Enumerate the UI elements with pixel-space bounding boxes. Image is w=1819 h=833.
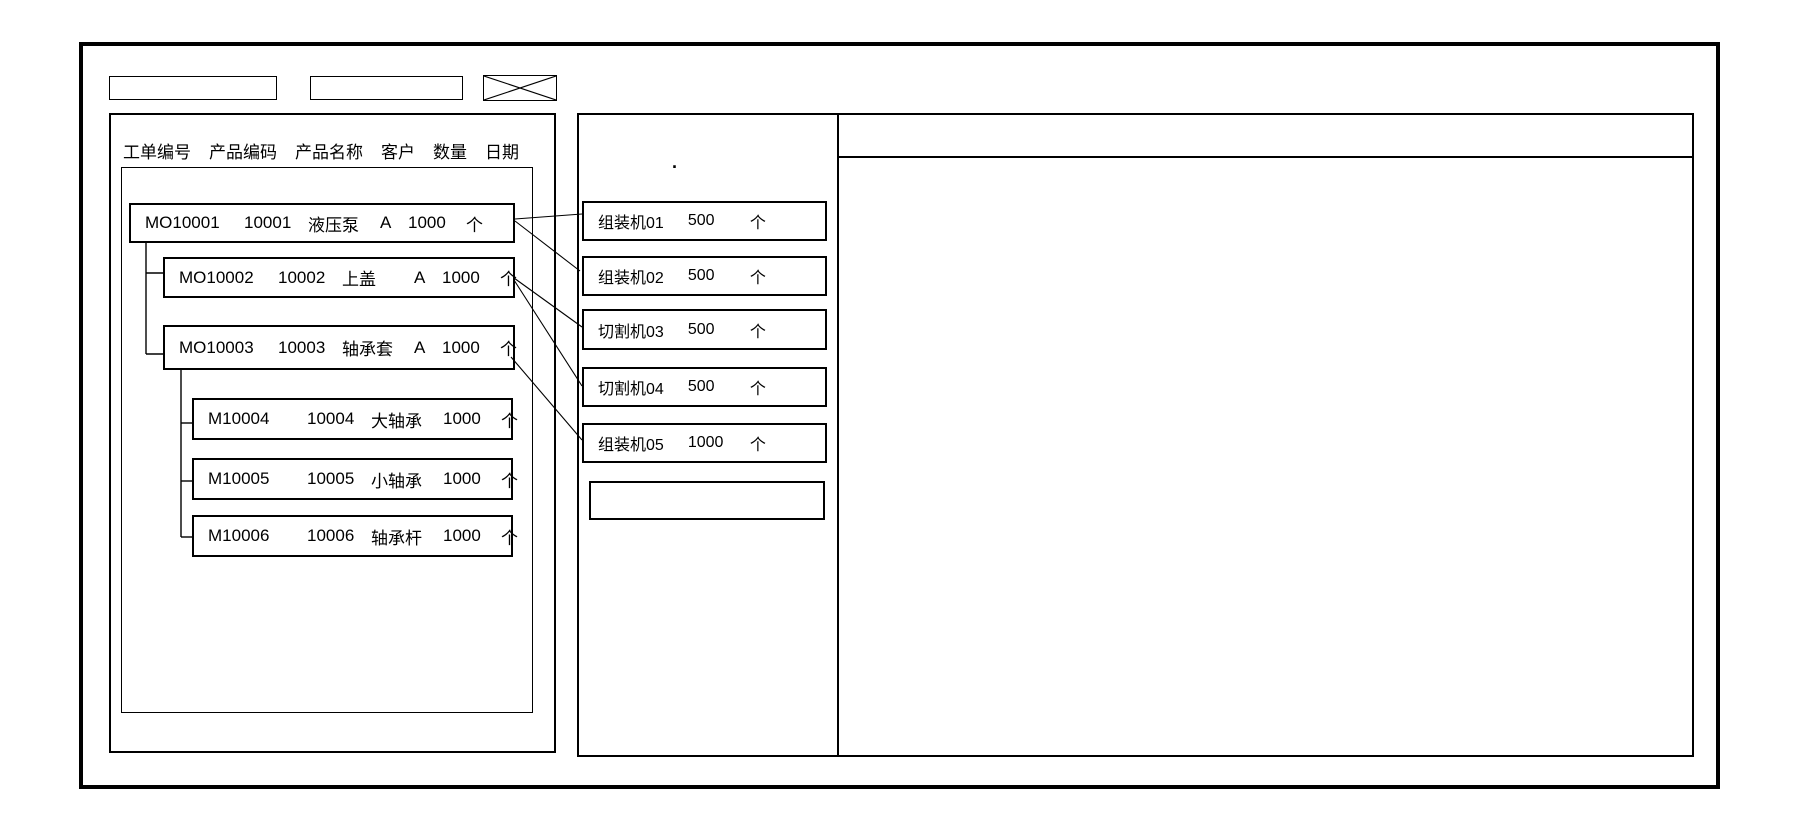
product-name: 轴承杆 (371, 528, 422, 548)
unit: 个 (500, 270, 517, 289)
order-id: MO10003 (179, 337, 254, 357)
unit: 个 (501, 471, 518, 491)
product-name: 小轴承 (371, 471, 422, 491)
machine-unit: 个 (749, 270, 766, 287)
machine-qty: 500 (687, 212, 715, 229)
unit: 个 (466, 215, 483, 235)
product-name: 轴承套 (342, 340, 393, 359)
machine-unit: 个 (749, 323, 766, 341)
product-code: 10006 (307, 526, 355, 545)
quantity: 1000 (408, 213, 446, 232)
placeholder-dot: . (672, 152, 678, 172)
machine-slot-3[interactable]: 切割机03 500 个 (582, 309, 827, 350)
machine-slot-1[interactable]: 组装机01 500 个 (582, 201, 827, 241)
customer: A (414, 267, 426, 287)
quantity: 1000 (443, 409, 481, 428)
col-label-quantity: 数量 (433, 143, 467, 162)
product-code: 10002 (278, 267, 326, 287)
toolbar-field-2[interactable] (310, 76, 463, 100)
product-code: 10004 (307, 409, 355, 428)
machine-slot-empty[interactable] (589, 481, 825, 520)
x-cross-glyph (484, 76, 556, 100)
machine-slot-4[interactable]: 切割机04 500 个 (582, 367, 827, 407)
machine-name: 切割机04 (598, 381, 664, 398)
product-name: 大轴承 (371, 411, 422, 431)
order-id: M10006 (208, 526, 270, 545)
order-id: MO10001 (145, 213, 220, 232)
machine-qty: 500 (687, 267, 715, 284)
machine-qty: 500 (687, 320, 715, 338)
unit: 个 (501, 411, 518, 431)
machine-slot-2[interactable]: 组装机02 500 个 (582, 256, 827, 296)
machine-name: 切割机03 (598, 323, 664, 341)
machine-name: 组装机05 (598, 437, 664, 454)
unit: 个 (501, 528, 518, 548)
col-label-date: 日期 (485, 143, 519, 162)
machine-unit: 个 (749, 215, 766, 232)
col-label-product-code: 产品编码 (209, 143, 277, 162)
order-node-m10004[interactable]: M10004 10004 大轴承 1000 个 (192, 398, 518, 440)
product-code: 10001 (244, 213, 292, 232)
product-name: 液压泵 (308, 215, 359, 235)
order-id: MO10002 (179, 267, 254, 287)
schedule-panel (837, 113, 1694, 757)
quantity: 1000 (443, 526, 481, 545)
product-name: 上盖 (342, 270, 376, 289)
machine-qty: 500 (687, 378, 715, 395)
machine-unit: 个 (749, 381, 766, 398)
machine-unit: 个 (749, 437, 766, 454)
order-node-mo10001[interactable]: MO10001 10001 液压泵 A 1000 个 (129, 203, 515, 243)
col-label-order-no: 工单编号 (123, 143, 191, 162)
customer: A (414, 337, 426, 357)
col-label-customer: 客户 (381, 143, 415, 162)
col-label-product-name: 产品名称 (295, 143, 363, 162)
customer: A (380, 213, 392, 232)
order-tree-container (121, 167, 533, 713)
toolbar-field-1[interactable] (109, 76, 277, 100)
order-id: M10005 (208, 469, 270, 488)
order-node-m10006[interactable]: M10006 10006 轴承杆 1000 个 (192, 515, 518, 557)
unit: 个 (500, 340, 517, 359)
order-node-mo10003[interactable]: MO10003 10003 轴承套 A 1000 个 (163, 325, 517, 370)
machine-slot-5[interactable]: 组装机05 1000 个 (582, 423, 827, 463)
machine-qty: 1000 (687, 434, 724, 451)
schedule-header-divider (837, 156, 1694, 158)
machine-name: 组装机01 (598, 215, 664, 232)
order-id: M10004 (208, 409, 270, 428)
product-code: 10005 (307, 469, 355, 488)
product-code: 10003 (278, 337, 326, 357)
order-node-m10005[interactable]: M10005 10005 小轴承 1000 个 (192, 458, 518, 500)
quantity: 1000 (443, 469, 481, 488)
work-order-header-row: 工单编号 产品编码 产品名称 客户 数量 日期 (123, 138, 519, 163)
quantity: 1000 (442, 337, 480, 357)
quantity: 1000 (442, 267, 480, 287)
machine-name: 组装机02 (598, 270, 664, 287)
crossed-box-icon[interactable] (483, 75, 557, 101)
order-node-mo10002[interactable]: MO10002 10002 上盖 A 1000 个 (163, 257, 517, 298)
